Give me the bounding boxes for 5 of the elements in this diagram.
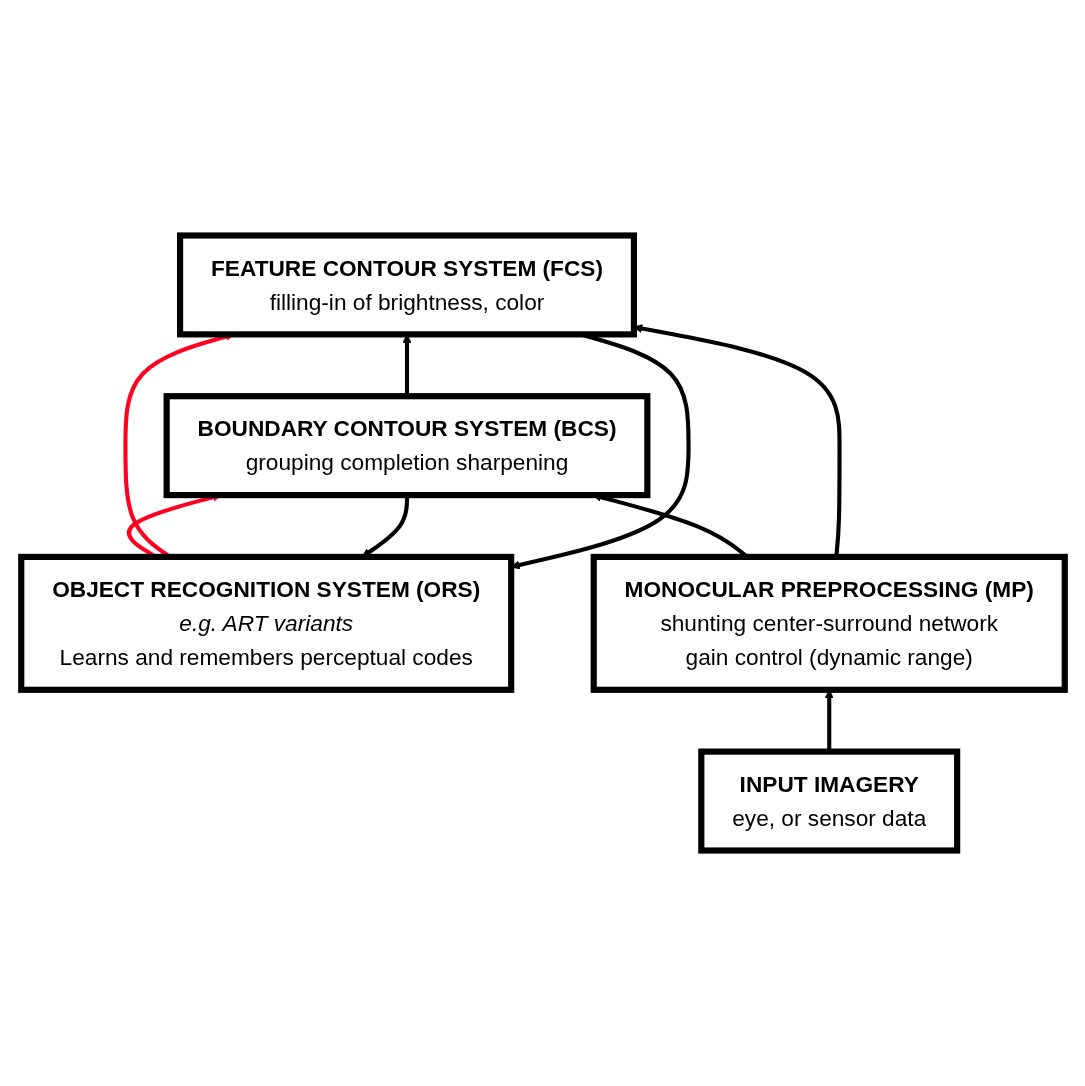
node-box: BOUNDARY CONTOUR SYSTEM (BCS) grouping completion sharpening	[163, 393, 650, 499]
node-box: INPUT IMAGERY eye, or sensor data	[697, 748, 960, 854]
node-box: MONOCULAR PREPROCESSING (MP) shunting center-surround network gain control (dynamic range)	[590, 553, 1068, 693]
node-box: FEATURE CONTOUR SYSTEM (FCS) filling-in of brightness, color	[176, 232, 637, 338]
node-box: OBJECT RECOGNITION SYSTEM (ORS) e.g. ART variants Learns and remembers perceptual codes	[17, 553, 514, 693]
